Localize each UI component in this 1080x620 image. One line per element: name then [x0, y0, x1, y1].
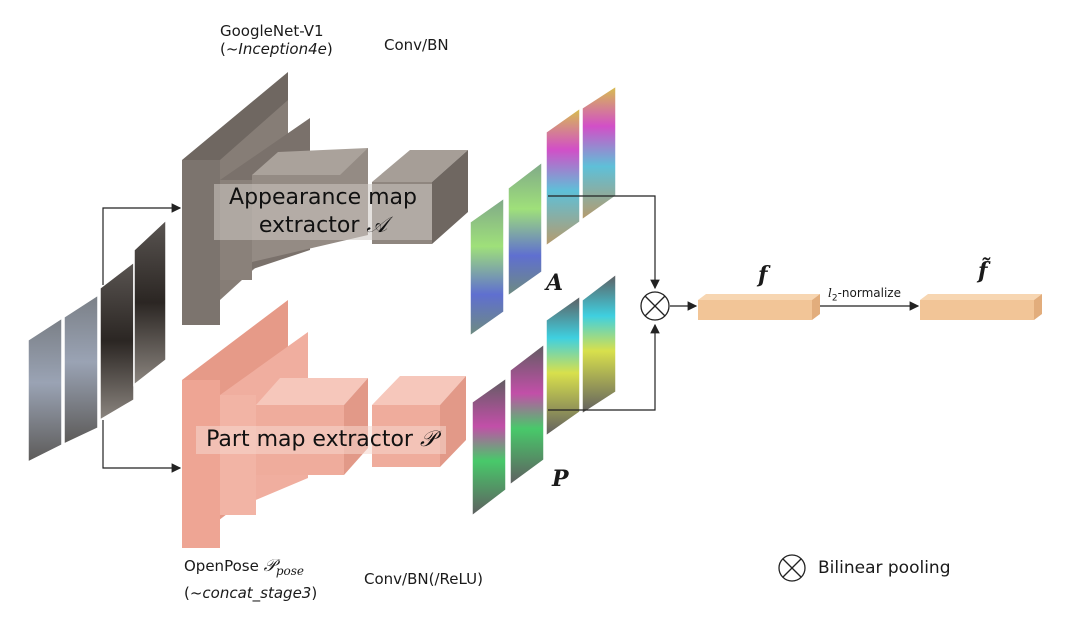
bilinear-pooling-symbol: [640, 291, 670, 321]
normalize-sub: 2: [831, 293, 838, 304]
feature-bar-f-tilde: [920, 294, 1042, 320]
openpose-symbol: 𝒫: [263, 556, 276, 576]
normalize-label: l2-normalize: [828, 286, 901, 303]
legend-pooling-icon: [778, 554, 806, 582]
openpose-sub-suffix: ): [311, 584, 318, 602]
appearance-map-label: A: [546, 270, 564, 296]
openpose-sub-prefix: (~: [184, 584, 203, 602]
input-images: [27, 218, 167, 464]
appearance-extractor-line2: extractor: [258, 213, 360, 238]
pooling-arrows: [548, 195, 920, 411]
feature-bar-f: [698, 294, 820, 320]
conv-bn-bottom-label: Conv/BN(/ReLU): [364, 570, 483, 588]
part-extractor-text: Part map extractor: [206, 427, 413, 452]
appearance-extractor-symbol: 𝒜: [366, 213, 388, 238]
part-maps: [471, 272, 617, 518]
openpose-sub-italic: concat_stage3: [202, 584, 312, 602]
input-arrows: [102, 203, 182, 473]
conv-bn-top-label: Conv/BN: [384, 36, 449, 54]
googlenet-sub-italic: Inception4e: [238, 40, 327, 58]
normalize-l: l: [828, 286, 832, 300]
googlenet-sub-suffix: ): [326, 40, 333, 58]
openpose-subscript: pose: [275, 564, 305, 578]
legend-label: Bilinear pooling: [818, 558, 951, 578]
feature-f-label: f: [758, 262, 768, 288]
normalize-text: -normalize: [837, 286, 901, 300]
part-extractor-symbol: 𝒫: [419, 427, 436, 452]
appearance-extractor-label: Appearance map extractor 𝒜: [214, 184, 432, 240]
appearance-extractor-line1: Appearance map: [229, 185, 417, 210]
part-extractor-label: Part map extractor 𝒫: [196, 426, 446, 454]
googlenet-sub-prefix: (~: [220, 40, 239, 58]
part-extractor-blocks: [182, 300, 466, 548]
feature-f-tilde-label: f̃: [978, 258, 988, 284]
part-map-label: P: [552, 466, 569, 492]
openpose-name: OpenPose: [184, 557, 259, 575]
openpose-label: OpenPose 𝒫pose (~concat_stage3): [184, 555, 317, 604]
googlenet-name: GoogleNet-V1: [220, 22, 324, 40]
googlenet-label: GoogleNet-V1 (~Inception4e): [220, 22, 333, 58]
